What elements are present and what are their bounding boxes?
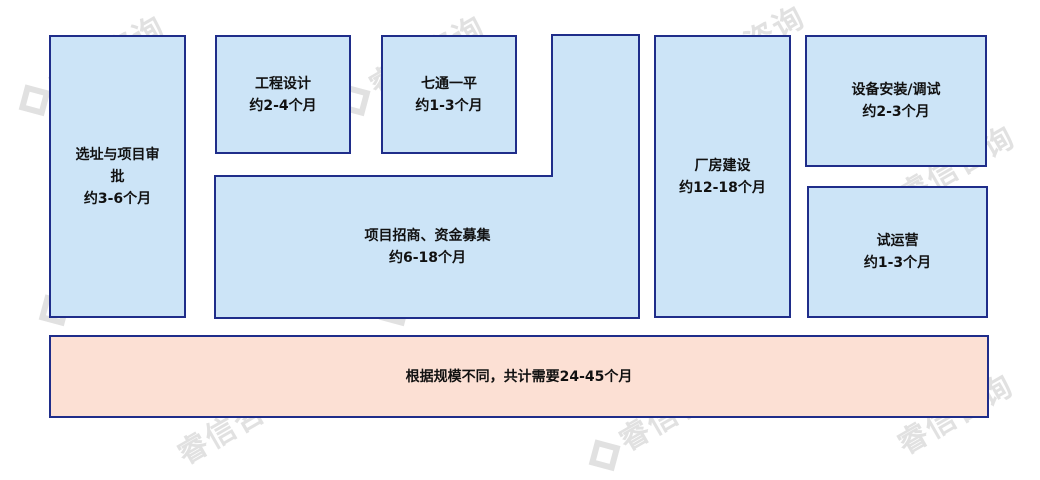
trial-operation-title: 试运营	[876, 233, 919, 249]
site-selection-box: 选址与项目审 批 约3-6个月	[49, 35, 186, 318]
site-prep-title: 七通一平	[421, 75, 477, 92]
site-selection-title-line1: 选址与项目审	[75, 146, 160, 163]
engineering-design-box: 工程设计 约2-4个月	[215, 35, 351, 154]
plant-construction-box: 厂房建设 约12-18个月	[654, 35, 791, 318]
site-prep-duration: 约1-3个月	[415, 97, 483, 114]
investment-label: 项目招商、资金募集 约6-18个月	[216, 176, 639, 318]
investment-box	[214, 34, 640, 319]
site-selection-title-line2: 批	[110, 168, 125, 185]
site-prep-box: 七通一平 约1-3个月	[381, 35, 517, 154]
trial-operation-box: 试运营 约1-3个月	[807, 186, 988, 318]
equipment-title: 设备安装/调试	[851, 82, 941, 98]
plant-construction-title: 厂房建设	[694, 157, 751, 174]
plant-construction-duration: 约12-18个月	[679, 179, 766, 196]
investment-title: 项目招商、资金募集	[364, 228, 491, 244]
equipment-duration: 约2-3个月	[862, 104, 930, 120]
site-selection-duration: 约3-6个月	[83, 190, 152, 207]
trial-operation-duration: 约1-3个月	[863, 255, 932, 271]
investment-duration: 约6-18个月	[388, 250, 467, 266]
investment-shape	[214, 34, 640, 319]
equipment-box: 设备安装/调试 约2-3个月	[805, 35, 987, 167]
summary-text: 根据规模不同，共计需要24-45个月	[405, 368, 633, 385]
engineering-design-duration: 约2-4个月	[249, 97, 317, 114]
engineering-design-title: 工程设计	[255, 75, 311, 92]
summary-box: 根据规模不同，共计需要24-45个月	[49, 335, 989, 418]
